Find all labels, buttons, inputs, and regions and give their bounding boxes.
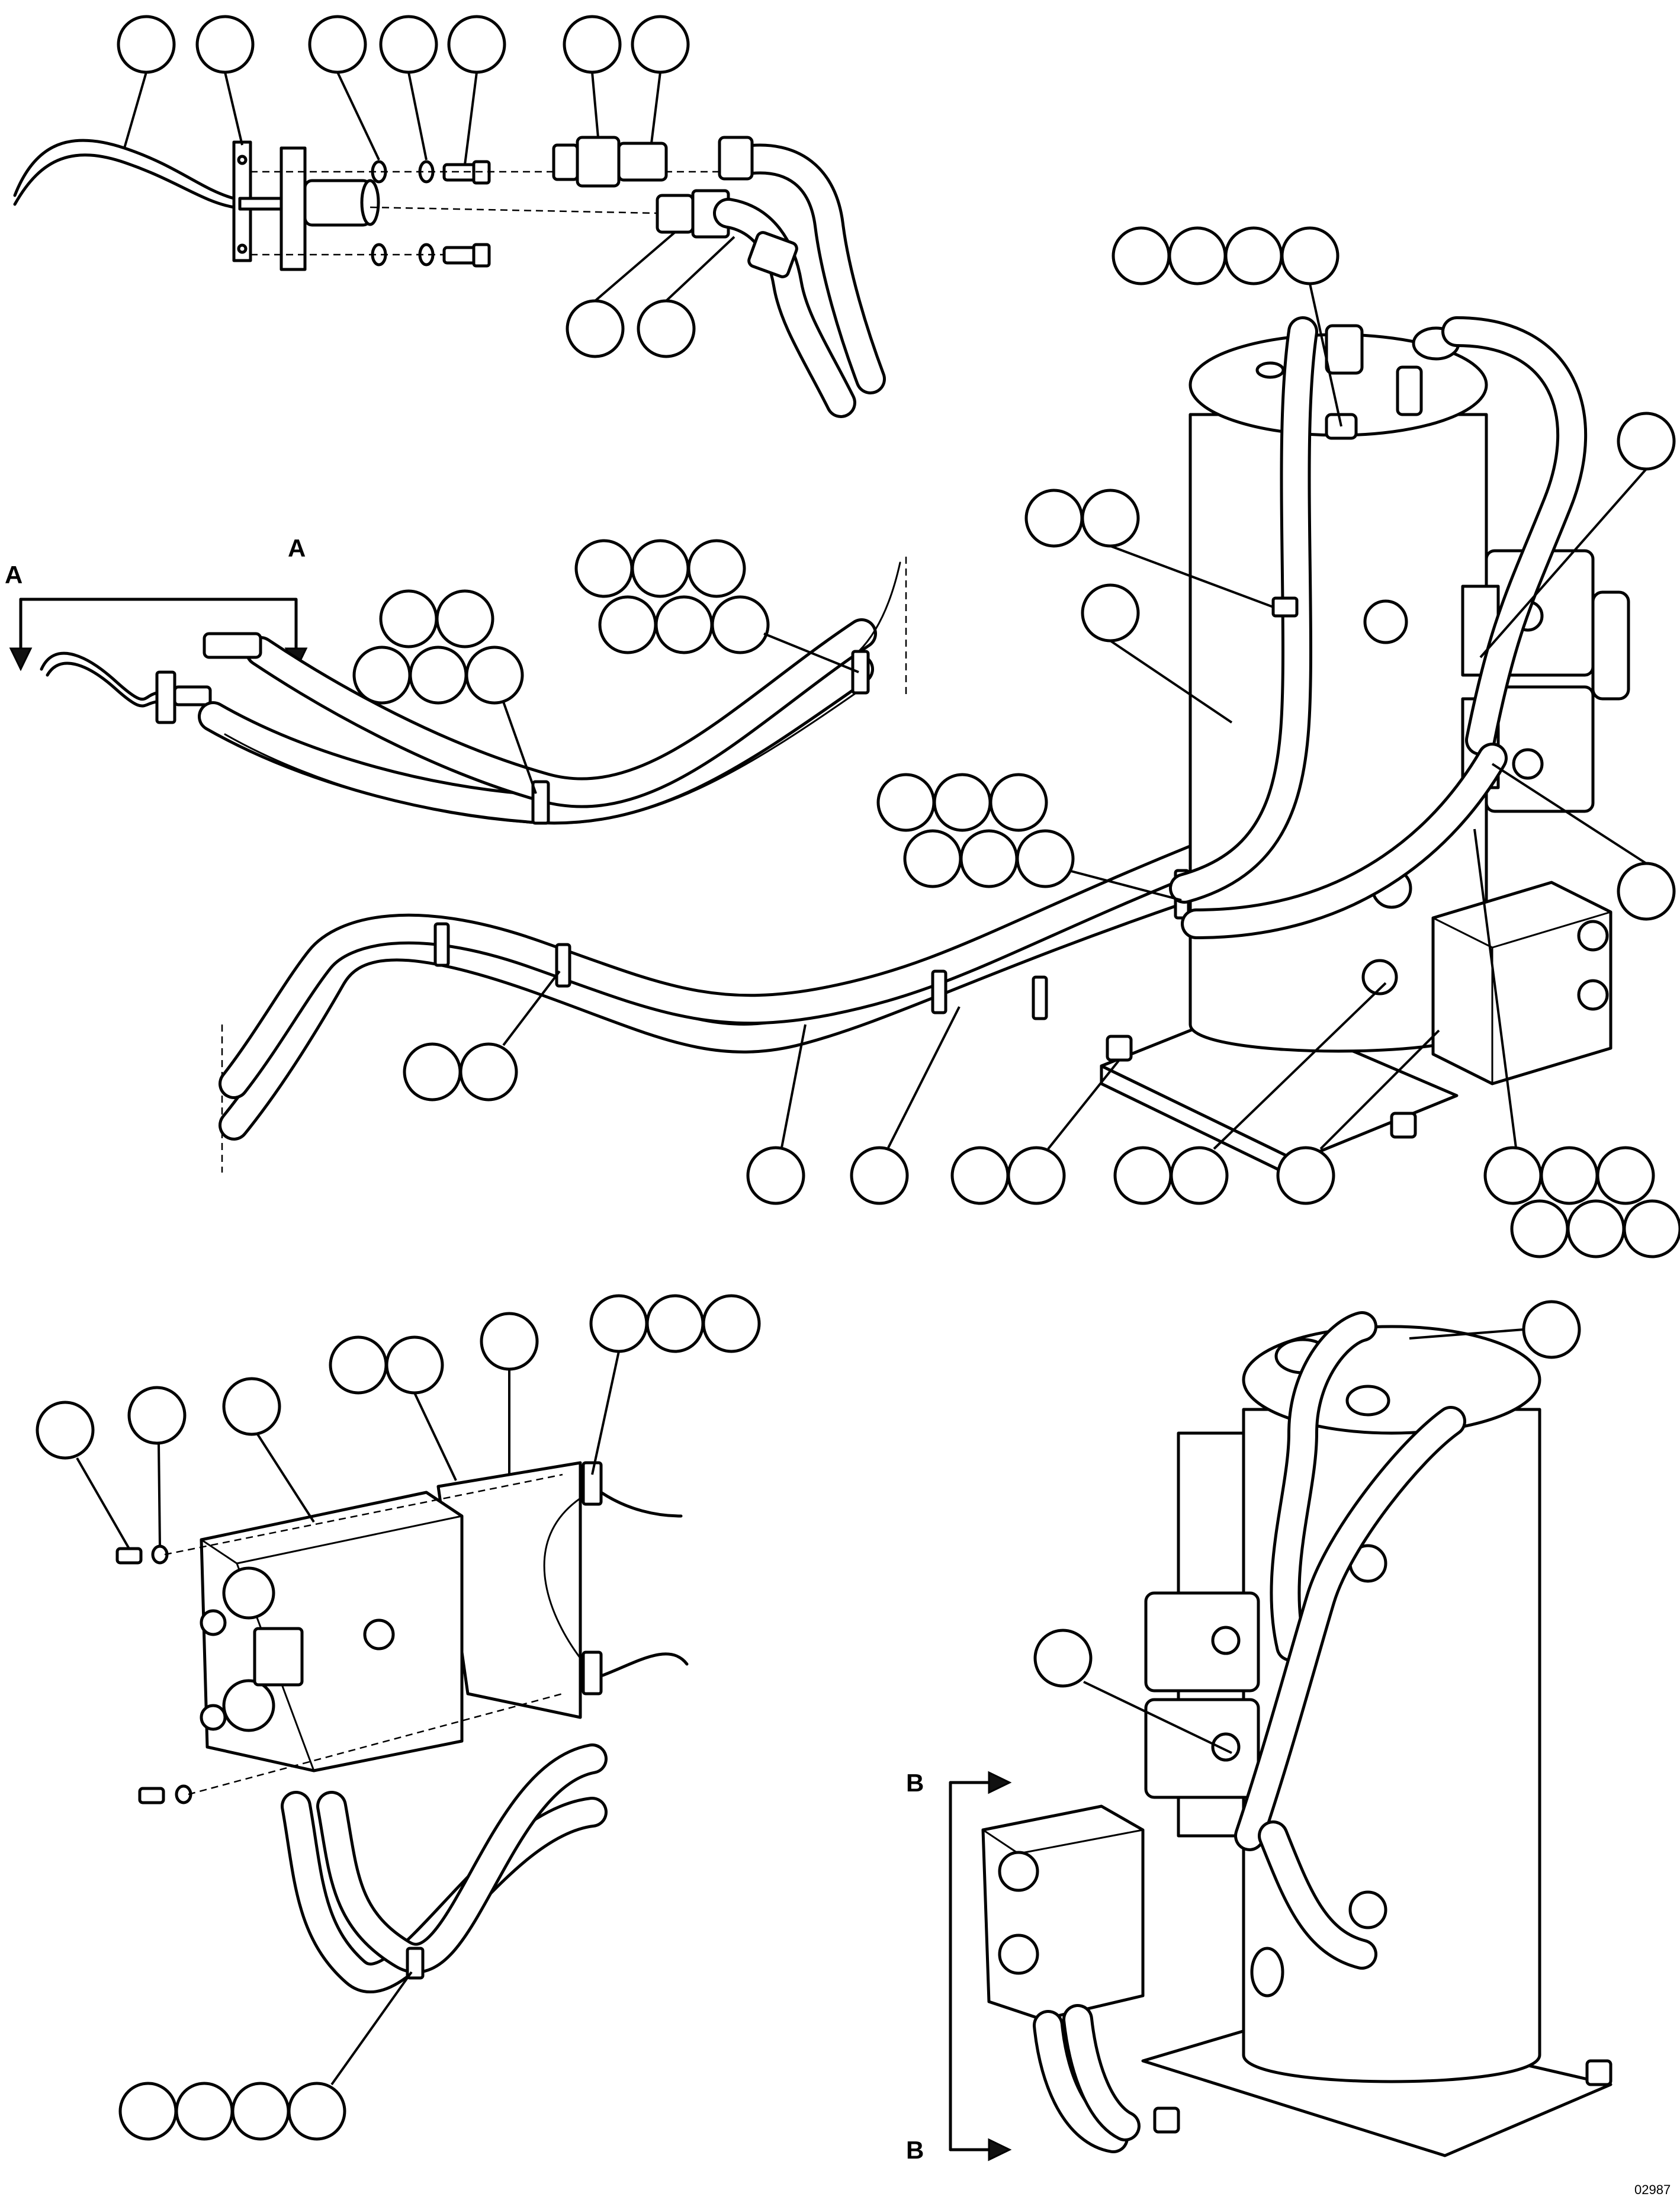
callout-bubble bbox=[574, 539, 634, 598]
callout-bubble bbox=[876, 773, 936, 832]
callout-bubble bbox=[127, 1386, 187, 1445]
callout-bubble bbox=[1024, 489, 1084, 548]
callout-bubble bbox=[459, 1042, 518, 1102]
callout-bubble bbox=[222, 1377, 281, 1436]
callout-bubble bbox=[989, 773, 1048, 832]
callout-bubble bbox=[117, 15, 176, 74]
callout-bubble bbox=[231, 2082, 290, 2141]
callout-bubble bbox=[480, 1312, 539, 1371]
callout-bubble bbox=[1081, 489, 1140, 548]
callout-bubble bbox=[1596, 1146, 1655, 1205]
callout-bubble bbox=[903, 829, 962, 888]
callout-bubble bbox=[287, 2082, 346, 2141]
callout-bubble bbox=[645, 1294, 705, 1353]
section-marker-a-right: A bbox=[288, 534, 306, 562]
callout-bubble bbox=[403, 1042, 462, 1102]
callout-bubble bbox=[1540, 1146, 1599, 1205]
callout-bubble bbox=[1224, 226, 1283, 285]
callout-bubble bbox=[933, 773, 992, 832]
callout-bubble bbox=[563, 15, 622, 74]
callout-bubble bbox=[435, 589, 494, 648]
hose-clamp bbox=[851, 650, 870, 695]
connector-body bbox=[303, 179, 372, 227]
callout-bubble bbox=[1510, 1199, 1569, 1258]
callout-bubble bbox=[1081, 583, 1140, 643]
hose-routing-view: A A bbox=[5, 534, 907, 825]
hose-clamp bbox=[531, 780, 550, 825]
long-hose-run bbox=[219, 843, 1212, 1173]
callout-bubble bbox=[1112, 226, 1171, 285]
callout-bubble bbox=[566, 299, 625, 358]
callout-bubble bbox=[589, 1294, 648, 1353]
callout-bubble bbox=[950, 1146, 1010, 1205]
section-marker-b-bottom: B bbox=[906, 2136, 924, 2164]
callout-bubble bbox=[1016, 829, 1075, 888]
assembled-tank-view: B B bbox=[906, 1311, 1612, 2164]
callout-bubble bbox=[1033, 1629, 1093, 1688]
callout-bubble bbox=[465, 646, 524, 705]
callout-bubble bbox=[654, 595, 714, 654]
callout-bubble bbox=[631, 539, 690, 598]
callout-bubble bbox=[1007, 1146, 1066, 1205]
callout-bubble bbox=[308, 15, 367, 74]
callout-bubble bbox=[447, 15, 506, 74]
callout-bubble bbox=[352, 646, 412, 705]
section-marker-b-top: B bbox=[906, 1769, 924, 1797]
section-marker-a-left: A bbox=[5, 561, 23, 589]
callout-bubble bbox=[1280, 226, 1339, 285]
callout-bubble bbox=[1170, 1146, 1229, 1205]
electrical-box-b bbox=[981, 1804, 1145, 2021]
callout-bubble bbox=[1522, 1300, 1581, 1359]
callout-bubbles bbox=[36, 15, 1680, 2141]
callout-bubble bbox=[1617, 412, 1676, 471]
callout-bubble bbox=[746, 1146, 805, 1205]
callout-bubble bbox=[118, 2082, 178, 2141]
exploded-fitting-view bbox=[13, 136, 886, 418]
callout-bubble bbox=[1276, 1146, 1335, 1205]
callout-bubble bbox=[379, 589, 438, 648]
hose-end-fitting bbox=[203, 632, 262, 659]
figure-number: 02987 bbox=[1634, 2182, 1671, 2197]
callout-bubble bbox=[631, 15, 690, 74]
callout-bubble bbox=[409, 646, 468, 705]
callout-bubble bbox=[1617, 862, 1676, 921]
callout-bubble bbox=[711, 595, 770, 654]
callout-bubble bbox=[195, 15, 255, 74]
callout-bubble bbox=[1113, 1146, 1173, 1205]
callout-bubble bbox=[36, 1401, 95, 1460]
electrical-box-exploded bbox=[115, 1461, 689, 1993]
callout-bubble bbox=[850, 1146, 909, 1205]
connector-flange bbox=[280, 146, 307, 271]
callout-bubble bbox=[598, 595, 657, 654]
callout-bubble bbox=[637, 299, 696, 358]
callout-bubble bbox=[1623, 1199, 1680, 1258]
callout-bubble bbox=[175, 2082, 234, 2141]
cable-clamp bbox=[406, 1947, 425, 1980]
callout-bubble bbox=[385, 1335, 444, 1395]
callout-bubble bbox=[959, 829, 1019, 888]
adapter-fitting bbox=[552, 143, 579, 181]
callout-bubble bbox=[1483, 1146, 1543, 1205]
tank-assembly bbox=[1100, 316, 1630, 1180]
callout-bubble bbox=[1566, 1199, 1626, 1258]
callout-bubble bbox=[702, 1294, 761, 1353]
callout-bubble bbox=[687, 539, 746, 598]
callout-bubble bbox=[379, 15, 438, 74]
callout-bubble bbox=[329, 1335, 388, 1395]
hose-coupling bbox=[656, 194, 695, 234]
callout-bubble bbox=[1168, 226, 1227, 285]
